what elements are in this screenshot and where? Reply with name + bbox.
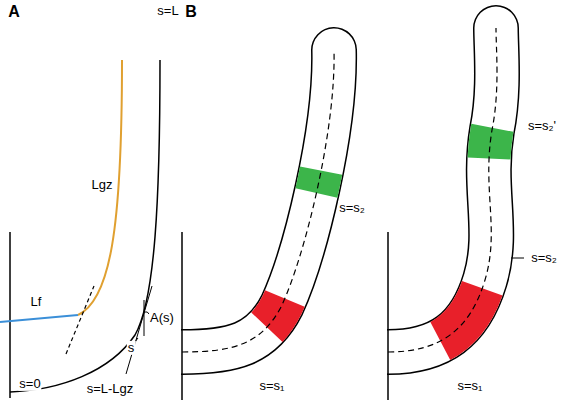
tangent-line [126, 286, 152, 374]
position-label: s=L [156, 4, 179, 18]
shoot-1 [158, 50, 334, 400]
position-label: s=s₂ [338, 201, 366, 215]
dashed-marker [66, 286, 94, 354]
position-label: s [127, 341, 136, 355]
length-label: Lf [30, 295, 43, 309]
panel-letter: A [7, 3, 21, 21]
angle-label: A(s) [149, 311, 175, 325]
position-label: s=0 [18, 377, 41, 391]
position-label: s=s₁ [457, 379, 484, 393]
panel-letter: B [184, 3, 198, 21]
length-label: Lgz [91, 178, 114, 192]
wall-line [9, 232, 11, 398]
leader-line [511, 258, 524, 259]
position-label: s=s₂ [530, 251, 558, 265]
shoot-2 [362, 28, 524, 400]
blue-segment [0, 315, 78, 322]
position-label: s=s₁ [259, 379, 286, 393]
orange-segment [78, 60, 122, 315]
vertical-reference [144, 300, 145, 336]
position-label: s=s₂' [527, 119, 557, 133]
position-label: s=L-Lgz [86, 382, 135, 396]
stem-outline [10, 60, 160, 392]
